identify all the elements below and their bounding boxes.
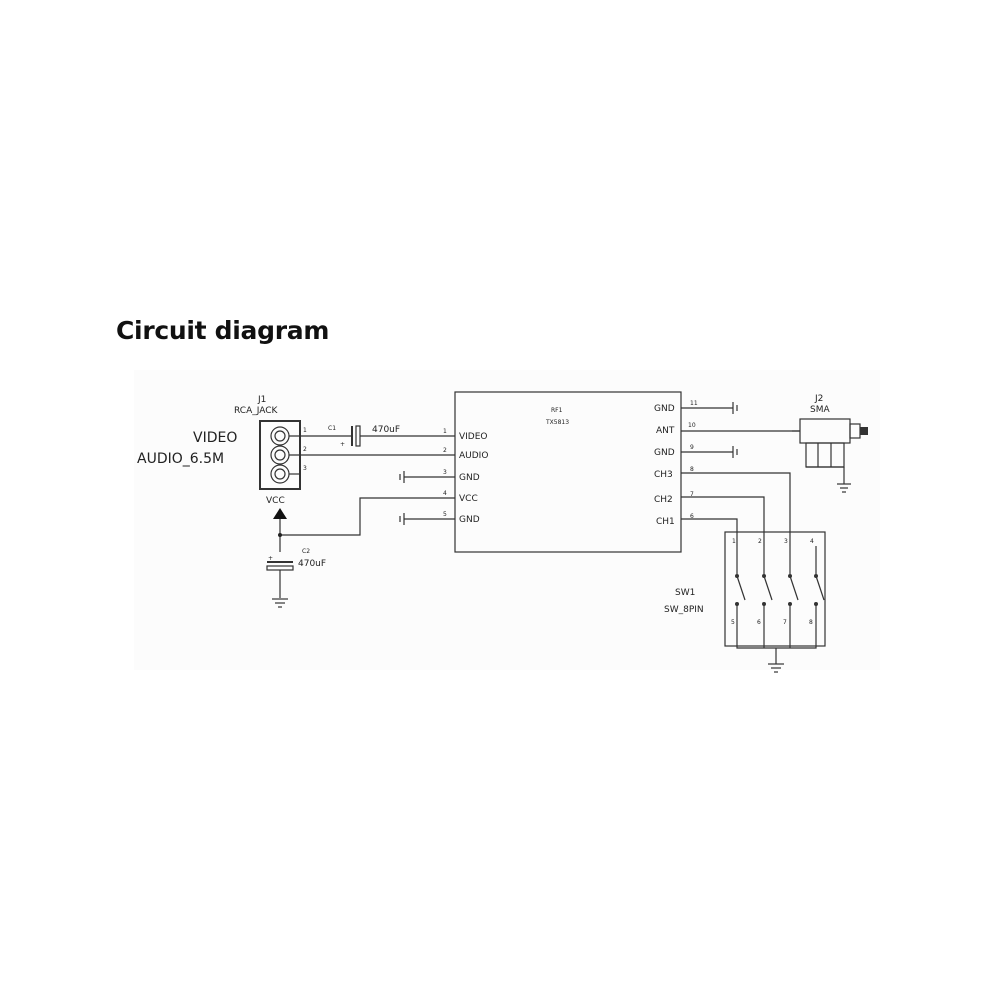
j2-sma-connector (792, 418, 868, 493)
module-pin-name-5: GND (459, 515, 480, 525)
sw1-top-pin-1: 1 (732, 538, 736, 545)
j2-name: SMA (810, 405, 830, 415)
c1-ref: C1 (328, 425, 336, 432)
wires-j1-module (279, 435, 455, 552)
rf-module-body (454, 391, 682, 553)
module-pin-name-6: CH1 (656, 517, 675, 527)
vcc-label: VCC (266, 496, 285, 506)
vcc-arrow-icon (273, 508, 287, 519)
module-ref: RF1 (551, 407, 563, 414)
module-pin-name-4: VCC (459, 494, 478, 504)
module-pin-num-5: 5 (443, 511, 447, 518)
sw1-top-pin-3: 3 (784, 538, 788, 545)
module-pin-name-3: GND (459, 473, 480, 483)
module-right-gnd-stubs (681, 402, 738, 458)
module-pin-name-10: ANT (656, 426, 675, 436)
module-pin-num-7: 7 (690, 491, 694, 498)
j1-name: RCA_JACK (234, 406, 279, 416)
sw1-bottom-pin-6: 6 (757, 619, 761, 626)
module-pin-num-6: 6 (690, 513, 694, 520)
c2-value: 470uF (298, 559, 326, 569)
module-pin-num-8: 8 (690, 466, 694, 473)
sw1-top-pin-4: 4 (810, 538, 814, 545)
j2-ref: J2 (814, 394, 823, 404)
ground-icon (272, 598, 288, 608)
sw1-name: SW_8PIN (664, 605, 704, 615)
sw1-bottom-pin-7: 7 (783, 619, 787, 626)
module-pin-name-9: GND (654, 448, 675, 458)
c2-ref: C2 (302, 548, 310, 555)
module-pin-num-10: 10 (688, 422, 696, 429)
sw1-ref: SW1 (675, 588, 695, 598)
module-part: TX5813 (545, 419, 569, 426)
module-pin-name-11: GND (654, 404, 675, 414)
module-pin-name-1: VIDEO (459, 432, 488, 442)
j1-pin-1: 1 (303, 427, 307, 434)
j1-ref: J1 (257, 395, 266, 405)
sw1-body (724, 531, 826, 647)
vcc-junction (278, 533, 282, 537)
module-pin-num-2: 2 (443, 447, 447, 454)
module-pin-name-7: CH2 (654, 495, 673, 505)
c1-value: 470uF (372, 425, 400, 435)
sw1-top-pin-2: 2 (758, 538, 762, 545)
label-video: VIDEO (193, 430, 237, 446)
sw1-bottom-pin-8: 8 (809, 619, 813, 626)
module-pin-name-8: CH3 (654, 470, 673, 480)
page-title: Circuit diagram (116, 316, 330, 345)
sw1-contacts (735, 546, 825, 664)
module-left-gnd-stubs (399, 471, 455, 525)
sw1-bottom-pin-5: 5 (731, 619, 735, 626)
label-audio: AUDIO_6.5M (137, 451, 224, 467)
c2-capacitor: + (266, 555, 294, 598)
svg-text:+: + (340, 441, 345, 448)
module-pin-num-9: 9 (690, 444, 694, 451)
module-pin-num-4: 4 (443, 490, 447, 497)
wires-ch-switch (681, 472, 791, 546)
module-pin-num-11: 11 (690, 400, 698, 407)
j1-pin-3: 3 (303, 465, 307, 472)
svg-text:+: + (268, 555, 273, 562)
module-pin-name-2: AUDIO (459, 451, 488, 461)
module-pin-num-1: 1 (443, 428, 447, 435)
sw1-ground-icon (768, 663, 784, 673)
module-pin-num-3: 3 (443, 469, 447, 476)
j1-pin-2: 2 (303, 446, 307, 453)
schematic-panel (134, 370, 880, 670)
